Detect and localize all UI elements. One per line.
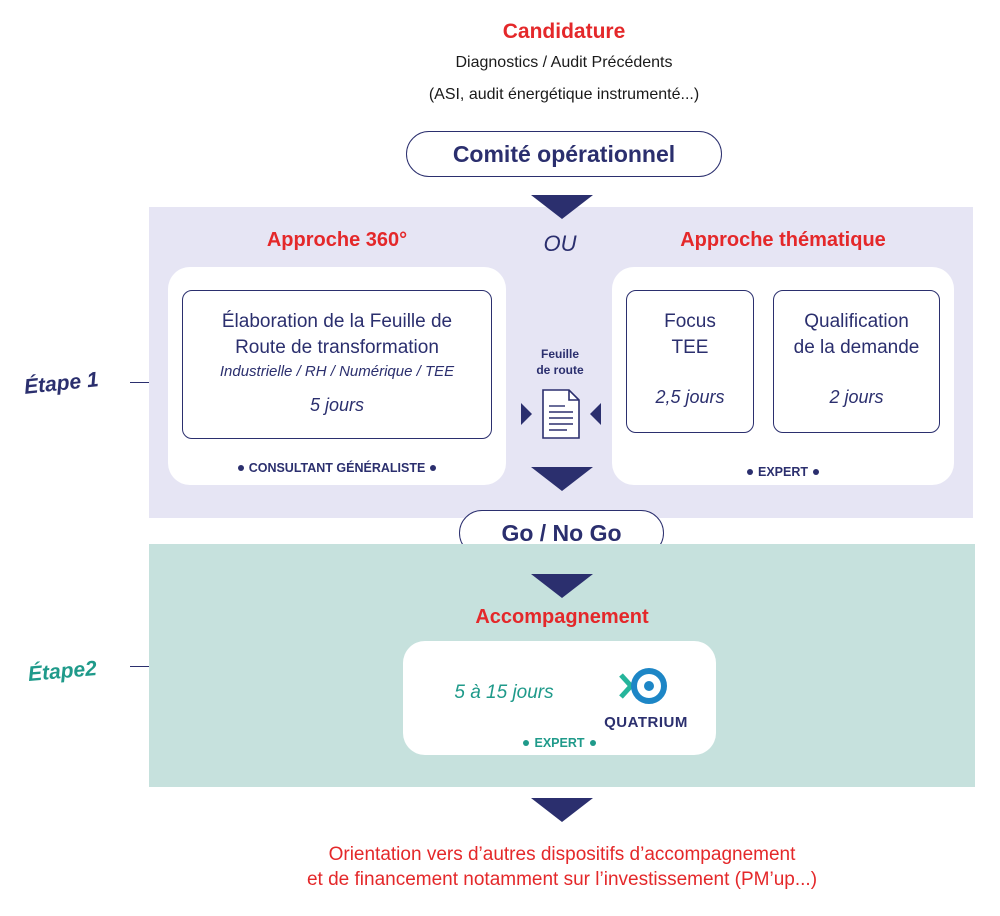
focus-card-line2: TEE [671,337,709,358]
bullet-icon [237,464,244,471]
accompagnement-duration: 5 à 15 jours [454,682,554,703]
expert-role-step2-text: EXPERT [534,736,585,750]
quatrium-logo-text: QUATRIUM [604,714,688,731]
feuille-de-route-card: Élaboration de la Feuille de Route de tr… [182,290,492,439]
step2-label: Étape2 [27,657,98,686]
bullet-icon [430,464,437,471]
feuille-card-duration: 5 jours [309,395,365,415]
candidature-title: Candidature [502,20,626,43]
accompagnement-title: Accompagnement [475,606,649,628]
qualification-card: Qualification de la demande 2 jours [773,290,940,433]
document-icon [542,389,580,439]
qualification-card-line2: de la demande [793,337,920,358]
bullet-icon [813,468,819,475]
feuille-card-line2: Route de transformation [235,337,439,358]
qualification-card-line1: Qualification [804,311,909,332]
approche-360-title: Approche 360° [266,229,408,251]
qualification-card-duration: 2 jours [829,387,884,407]
approche-thematique-title: Approche thématique [680,229,886,251]
arrow-down-icon [531,195,593,219]
bullet-icon [746,468,753,475]
step2-tick [130,666,149,668]
arrow-down-icon [531,798,593,822]
bullet-icon [589,739,596,746]
arrow-down-icon [531,574,593,598]
feuille-card-subtitle: Industrielle / RH / Numérique / TEE [219,363,455,380]
expert-role-step1-text: EXPERT [757,465,808,479]
focus-card-duration: 2,5 jours [655,387,725,407]
comite-operationnel-pill: Comité opérationnel [406,131,722,177]
candidature-subtitle-line1: Diagnostics / Audit Précédents [455,54,673,71]
focus-tee-card: Focus TEE 2,5 jours [626,290,754,433]
consultant-role: CONSULTANT GÉNÉRALISTE [168,461,506,475]
arrow-down-icon [531,467,593,491]
candidature-subtitle-line2: (ASI, audit énergétique instrumenté...) [428,86,700,103]
expert-role-step2: EXPERT [403,736,716,750]
doc-label-line2: de route [536,363,584,377]
quatrium-logo-icon [619,668,667,704]
bullet-icon [523,739,530,746]
or-label: OU [543,231,577,256]
doc-label-line1: Feuille [540,347,579,361]
expert-role-step1: EXPERT [612,465,954,479]
focus-card-line1: Focus [664,311,716,332]
doc-label: Feuille de route [525,346,595,378]
triangle-left-icon [590,403,601,425]
step1-label: Étape 1 [22,368,100,399]
step1-tick [130,382,149,384]
accompagnement-panel [403,641,716,755]
feuille-card-line1: Élaboration de la Feuille de [221,311,453,332]
consultant-role-text: CONSULTANT GÉNÉRALISTE [248,461,426,475]
triangle-right-icon [521,403,532,425]
footer-line1: Orientation vers d’autres dispositifs d’… [328,844,796,865]
footer-line2: et de financement notamment sur l’invest… [306,869,818,890]
